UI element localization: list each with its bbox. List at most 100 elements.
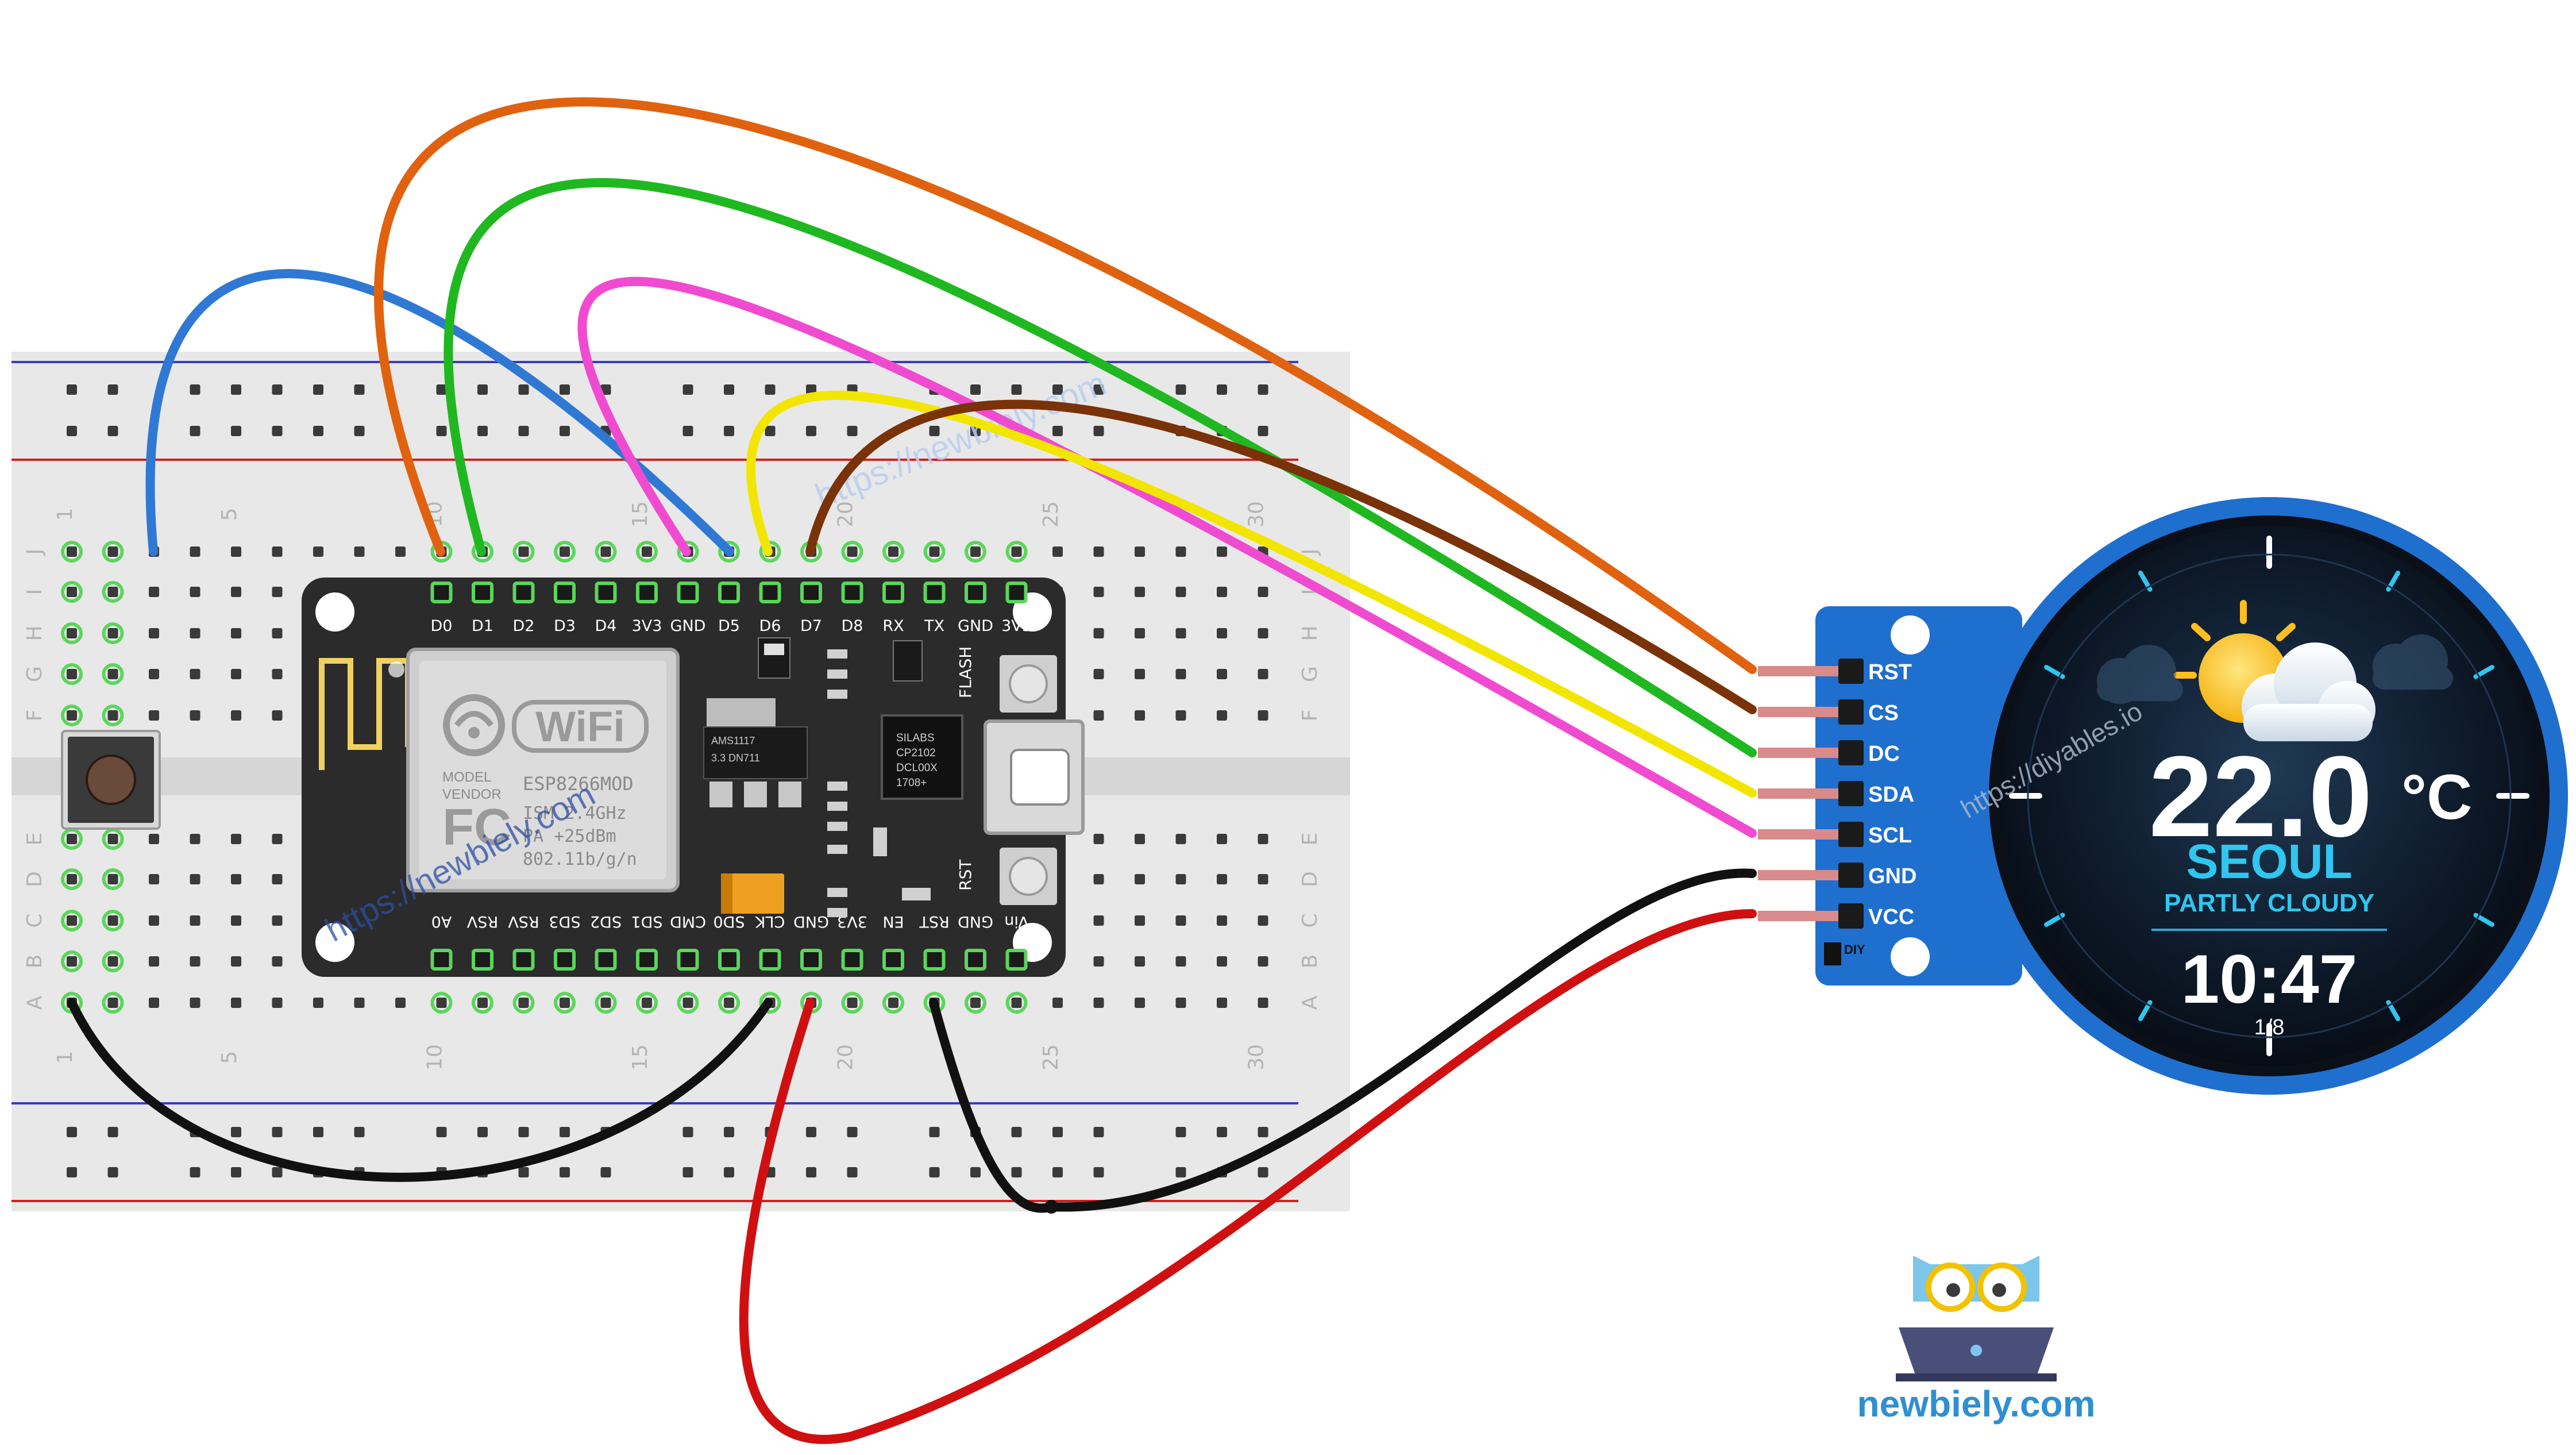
- svg-text:WiFi: WiFi: [535, 703, 625, 750]
- breadboard-rail-hole: [231, 1167, 241, 1177]
- breadboard-rail-hole: [970, 384, 981, 395]
- breadboard-rail-hole: [1052, 1167, 1063, 1177]
- micro-usb-port[interactable]: [984, 719, 1085, 835]
- pin-label: CLK: [754, 913, 785, 930]
- breadboard-rail-hole: [67, 384, 77, 395]
- breadboard-rail-hole: [1258, 1167, 1268, 1177]
- header-pin[interactable]: [512, 582, 535, 603]
- breadboard-hole: [272, 834, 283, 844]
- lcd-pin-label: VCC: [1868, 905, 1914, 929]
- column-number: 25: [1039, 1044, 1063, 1071]
- flash-label: FLASH: [956, 646, 975, 698]
- header-pin[interactable]: [923, 949, 946, 971]
- header-pin[interactable]: [800, 582, 822, 603]
- breadboard-hole: [107, 710, 118, 721]
- breadboard-hole: [190, 956, 200, 967]
- header-pin[interactable]: [882, 949, 904, 971]
- header-pin[interactable]: [595, 949, 617, 971]
- push-button[interactable]: [61, 730, 161, 830]
- pin-label: CMD: [670, 913, 706, 930]
- header-pin[interactable]: [430, 582, 453, 603]
- header-pin[interactable]: [1005, 582, 1028, 603]
- rst-button[interactable]: [1000, 848, 1057, 905]
- header-pin[interactable]: [1758, 829, 1856, 840]
- header-pin[interactable]: [1758, 788, 1856, 799]
- header-pin[interactable]: [965, 582, 986, 603]
- column-number: 20: [834, 501, 858, 528]
- pin-label: SD0: [713, 913, 745, 930]
- header-pin[interactable]: [512, 949, 535, 971]
- header-pin[interactable]: [923, 582, 946, 603]
- header-pin[interactable]: [1758, 911, 1856, 921]
- lcd-pin-label: DC: [1868, 742, 1900, 766]
- header-pin[interactable]: [1758, 666, 1856, 676]
- breadboard-rail-hole: [1093, 1127, 1104, 1137]
- breadboard-hole: [149, 998, 159, 1008]
- breadboard-hole: [642, 998, 652, 1008]
- header-pin[interactable]: [677, 949, 699, 971]
- header-pin[interactable]: [472, 949, 493, 971]
- header-pin[interactable]: [554, 949, 576, 971]
- breadboard-hole: [190, 998, 200, 1008]
- header-pin[interactable]: [718, 949, 740, 971]
- breadboard-rail-hole: [724, 384, 734, 395]
- header-pin[interactable]: [965, 949, 986, 971]
- pin-socket: [1838, 863, 1864, 888]
- breadboard-hole: [1175, 669, 1186, 679]
- breadboard-rail-hole: [107, 426, 118, 436]
- pin-label: A0: [431, 913, 452, 930]
- breadboard-hole: [1258, 834, 1268, 844]
- header-pin[interactable]: [800, 949, 822, 971]
- sun-cloud-icon: [2097, 600, 2453, 741]
- breadboard-rail-hole: [1052, 384, 1063, 395]
- header-pin[interactable]: [882, 582, 904, 603]
- breadboard-hole: [1093, 956, 1104, 967]
- header-pin[interactable]: [1005, 949, 1028, 971]
- pin-label: EN: [882, 913, 904, 930]
- header-pin[interactable]: [677, 582, 699, 603]
- header-pin[interactable]: [759, 949, 781, 971]
- breadboard-hole: [272, 587, 283, 597]
- pin-socket: [1838, 781, 1864, 806]
- breadboard-hole: [1135, 628, 1145, 638]
- column-number: 5: [218, 1051, 241, 1064]
- header-pin[interactable]: [595, 582, 617, 603]
- button-cap[interactable]: [86, 755, 136, 805]
- flash-button[interactable]: [1000, 655, 1057, 713]
- breadboard-hole: [1175, 874, 1186, 884]
- breadboard-rail-hole: [1175, 1167, 1186, 1177]
- breadboard-hole: [107, 915, 118, 926]
- pin-label: 3V3: [632, 617, 662, 635]
- header-pin[interactable]: [841, 582, 863, 603]
- header-pin[interactable]: [1758, 870, 1856, 880]
- breadboard-hole: [1135, 546, 1145, 557]
- header-pin[interactable]: [554, 582, 576, 603]
- header-pin[interactable]: [636, 949, 658, 971]
- header-pin[interactable]: [472, 582, 493, 603]
- lcd-pin-label: SDA: [1868, 783, 1914, 807]
- breadboard-rail-hole: [67, 1127, 77, 1137]
- pin-label: TX: [924, 617, 944, 635]
- breadboard-rail-hole: [272, 426, 283, 436]
- header-pin[interactable]: [841, 949, 863, 971]
- header-pin[interactable]: [1758, 748, 1856, 758]
- breadboard-hole: [231, 669, 241, 679]
- breadboard-hole: [67, 956, 77, 967]
- breadboard-hole: [1175, 834, 1186, 844]
- breadboard-hole: [231, 915, 241, 926]
- header-pin[interactable]: [636, 582, 658, 603]
- header-pin[interactable]: [718, 582, 740, 603]
- breadboard-hole: [847, 998, 858, 1008]
- breadboard-hole: [600, 998, 611, 1008]
- breadboard-hole: [313, 546, 323, 557]
- header-pin[interactable]: [1758, 707, 1856, 717]
- breadboard-rail-hole: [765, 426, 776, 436]
- breadboard-rail-hole: [1175, 384, 1186, 395]
- breadboard-hole: [1093, 915, 1104, 926]
- breadboard-rail-hole: [806, 384, 816, 395]
- header-pin[interactable]: [430, 949, 453, 971]
- breadboard-hole: [67, 915, 77, 926]
- header-pin[interactable]: [759, 582, 781, 603]
- breadboard-hole: [67, 628, 77, 638]
